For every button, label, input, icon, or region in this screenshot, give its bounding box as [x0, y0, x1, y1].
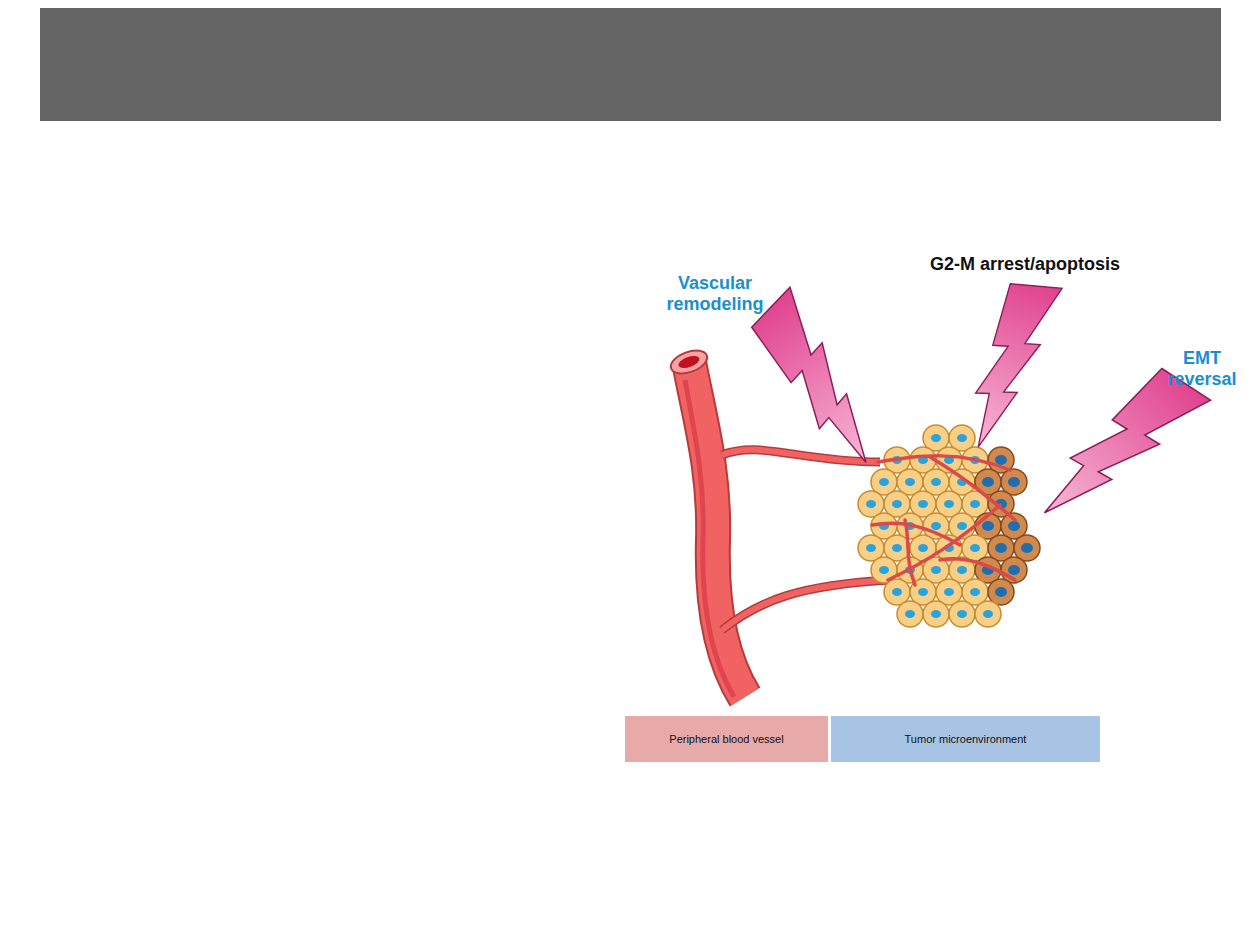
- cell-nucleus: [995, 587, 1007, 597]
- cell-nucleus: [970, 500, 980, 508]
- cell-nucleus: [931, 566, 941, 574]
- vessel-lumen: [677, 354, 701, 371]
- tumor-vessel: [872, 523, 960, 545]
- vessel-branch: [722, 580, 890, 630]
- region-band: Peripheral blood vessel: [625, 716, 828, 762]
- region-band: Tumor microenvironment: [831, 716, 1100, 762]
- tumor-cell: [897, 601, 923, 627]
- cell-nucleus: [983, 610, 993, 618]
- effect-label: G2-M arrest/apoptosis: [905, 254, 1145, 275]
- cell-nucleus: [944, 500, 954, 508]
- cell-nucleus: [866, 544, 876, 552]
- cell-nucleus: [931, 478, 941, 486]
- band-label: Peripheral blood vessel: [669, 733, 783, 745]
- cell-nucleus: [957, 434, 967, 442]
- cell-nucleus: [970, 544, 980, 552]
- tumor-cell: [975, 601, 1001, 627]
- cell-nucleus: [879, 566, 889, 574]
- effect-label: EMT reversal: [1158, 348, 1246, 390]
- cell-nucleus: [982, 521, 994, 531]
- cell-nucleus: [879, 478, 889, 486]
- tumor-vessel: [940, 559, 1015, 580]
- blood-vessel: [689, 362, 745, 697]
- cell-nucleus: [866, 500, 876, 508]
- cell-nucleus: [892, 588, 902, 596]
- cell-nucleus: [905, 610, 915, 618]
- cell-nucleus: [1008, 477, 1020, 487]
- tumor-cell: [949, 601, 975, 627]
- header-bar: [40, 8, 1221, 121]
- lightning-bolt: [960, 273, 1062, 457]
- cell-nucleus: [944, 588, 954, 596]
- effect-label: Vascular remodeling: [650, 273, 780, 315]
- cell-nucleus: [931, 610, 941, 618]
- cell-nucleus: [892, 500, 902, 508]
- lightning-bolt: [745, 287, 894, 473]
- vessel-shade: [685, 380, 734, 697]
- cell-nucleus: [931, 434, 941, 442]
- cell-nucleus: [1008, 565, 1020, 575]
- cell-nucleus: [1008, 521, 1020, 531]
- cell-nucleus: [905, 478, 915, 486]
- cell-nucleus: [995, 543, 1007, 553]
- band-label: Tumor microenvironment: [905, 733, 1027, 745]
- cell-nucleus: [918, 500, 928, 508]
- cell-nucleus: [918, 588, 928, 596]
- cell-nucleus: [892, 544, 902, 552]
- cell-nucleus: [918, 544, 928, 552]
- tumor-cell: [923, 601, 949, 627]
- cell-nucleus: [957, 522, 967, 530]
- tumor-vessel: [905, 520, 915, 585]
- tumor-vessel: [878, 456, 1010, 470]
- cell-nucleus: [957, 610, 967, 618]
- cell-nucleus: [1021, 543, 1033, 553]
- cell-nucleus: [931, 522, 941, 530]
- vessel-outline: [689, 362, 745, 697]
- cell-nucleus: [982, 477, 994, 487]
- cell-nucleus: [957, 566, 967, 574]
- branch-outline: [722, 580, 890, 630]
- vessel-opening: [668, 346, 711, 378]
- tumor-vessel: [888, 505, 1000, 580]
- tumor-vessel: [930, 457, 1015, 520]
- cell-nucleus: [970, 588, 980, 596]
